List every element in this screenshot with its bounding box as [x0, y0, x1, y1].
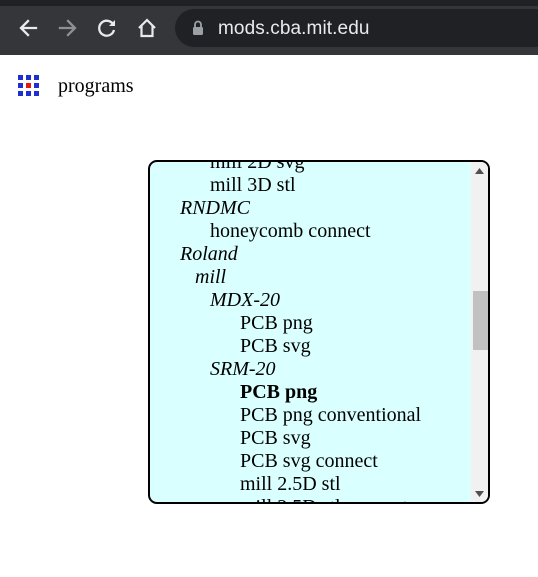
tab-strip	[0, 0, 538, 6]
triangle-down-icon	[475, 490, 484, 497]
logo-cell	[18, 75, 23, 80]
menu-category[interactable]: RNDMC	[180, 197, 250, 219]
menu-program-item[interactable]: PCB svg connect	[240, 450, 378, 472]
url-text: mods.cba.mit.edu	[218, 18, 370, 39]
reload-icon	[98, 19, 116, 37]
back-button[interactable]	[15, 15, 41, 41]
menu-category[interactable]: Roland	[180, 243, 238, 265]
scroll-thumb[interactable]	[473, 291, 488, 350]
scroll-up-button[interactable]	[471, 162, 488, 179]
logo-cell	[34, 75, 39, 80]
logo-cell	[26, 83, 31, 88]
menu-program-item[interactable]: PCB png	[240, 312, 313, 334]
menu-program-item[interactable]: mill 2.5D stl	[240, 473, 341, 495]
reload-button[interactable]	[94, 15, 120, 41]
menu-category[interactable]: mill	[195, 266, 227, 288]
lock-icon	[193, 20, 203, 35]
home-icon	[138, 18, 156, 38]
menu-program-item[interactable]: mill 2.5D stl connect	[150, 496, 470, 502]
menu-program-item[interactable]: PCB svg	[240, 427, 311, 449]
menu-program-item[interactable]: PCB png	[240, 381, 318, 403]
browser-toolbar: mods.cba.mit.edu	[0, 0, 538, 55]
home-button[interactable]	[134, 15, 160, 41]
logo-cell	[18, 91, 23, 96]
logo-cell	[18, 83, 23, 88]
arrow-left-icon	[19, 19, 38, 37]
address-bar[interactable]: mods.cba.mit.edu	[175, 9, 538, 47]
logo-cell	[34, 91, 39, 96]
arrow-right-icon	[58, 19, 77, 37]
menu-category[interactable]: SRM-20	[210, 358, 276, 380]
scroll-down-button[interactable]	[471, 485, 488, 502]
scrollbar[interactable]	[471, 162, 488, 502]
triangle-up-icon	[475, 167, 484, 174]
menu-program-item[interactable]: mill 3D stl	[210, 174, 296, 196]
menu-program-item[interactable]: PCB png conventional	[240, 404, 422, 426]
menu-program-item[interactable]: honeycomb connect	[210, 220, 371, 242]
menu-program-item[interactable]: mill 2D svg	[210, 160, 305, 173]
logo-cell	[26, 75, 31, 80]
forward-button[interactable]	[55, 15, 81, 41]
menu-category[interactable]: MDX-20	[210, 289, 280, 311]
logo-cell	[26, 91, 31, 96]
logo-cell	[34, 83, 39, 88]
page-title: programs	[58, 75, 134, 97]
mods-logo[interactable]	[18, 75, 45, 100]
menu-program-item[interactable]: PCB svg	[240, 335, 311, 357]
